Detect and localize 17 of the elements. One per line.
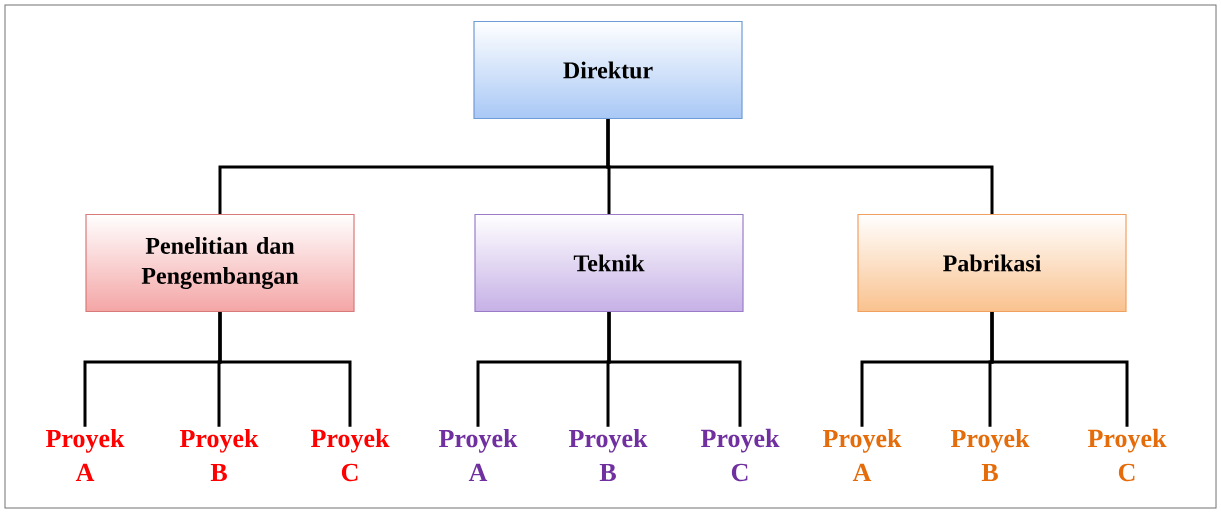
project-label: Proyek B bbox=[950, 428, 1030, 482]
project-label: Proyek A bbox=[822, 429, 902, 482]
project-label: Proyek B bbox=[179, 428, 259, 482]
connector-line bbox=[218, 312, 352, 427]
project-label: Proyek C bbox=[1087, 428, 1167, 482]
org-box: Direktur bbox=[473, 20, 743, 120]
connector-line bbox=[606, 119, 994, 214]
connector-line bbox=[990, 312, 1129, 427]
org-box: Penelitian dan Pengembangan bbox=[85, 213, 355, 313]
project-label: Proyek A bbox=[45, 429, 125, 482]
org-box: Teknik bbox=[474, 213, 744, 313]
org-box: Pabrikasi bbox=[857, 213, 1127, 313]
project-label: Proyek C bbox=[310, 428, 390, 482]
project-label: Proyek B bbox=[568, 428, 648, 482]
project-label: Proyek C bbox=[700, 428, 780, 482]
project-label: Proyek A bbox=[438, 429, 518, 482]
connector-line bbox=[607, 312, 742, 427]
